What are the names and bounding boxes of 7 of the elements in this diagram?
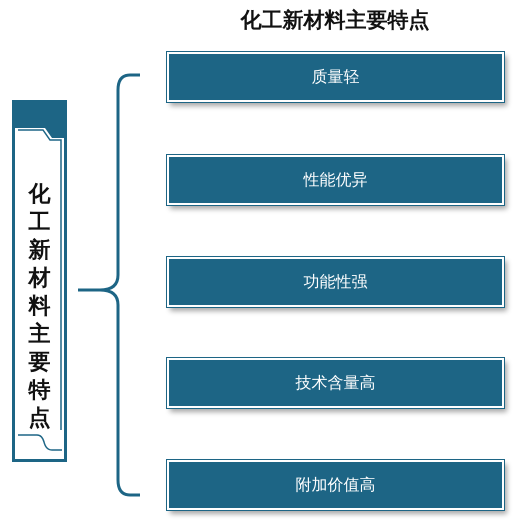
vertical-title: 化工新材料主要特点 [27, 180, 52, 432]
feature-box: 技术含量高 [167, 358, 504, 408]
feature-box: 质量轻 [167, 52, 504, 102]
title: 化工新材料主要特点 [239, 6, 430, 34]
feature-box: 性能优异 [167, 155, 504, 205]
feature-box: 附加价值高 [167, 460, 504, 510]
feature-box: 功能性强 [167, 257, 504, 307]
